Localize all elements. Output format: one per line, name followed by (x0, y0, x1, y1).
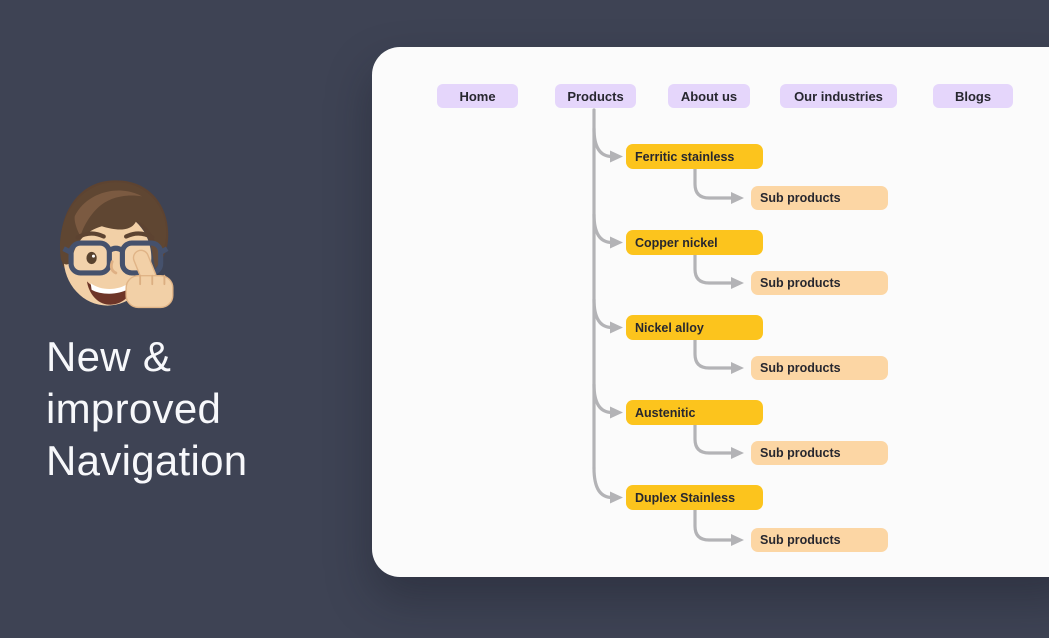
thumbs-up-icon (125, 249, 174, 309)
submenu-item-label: Sub products (760, 191, 841, 205)
page-title-line-3: Navigation (46, 437, 248, 484)
submenu-item-label: Sub products (760, 533, 841, 547)
nav-item-home-label: Home (459, 88, 496, 104)
submenu-item-sub-products-2[interactable]: Sub products (751, 271, 888, 295)
menu-item-label: Duplex Stainless (635, 490, 736, 505)
submenu-item-label: Sub products (760, 361, 841, 375)
submenu-item-label: Sub products (760, 276, 841, 290)
menu-item-label: Nickel alloy (635, 320, 704, 335)
navigation-preview-card: Home Products About us Our industries Bl… (372, 47, 1049, 577)
nav-item-about-us[interactable]: About us (668, 84, 750, 108)
nav-item-products-label: Products (567, 88, 624, 104)
submenu-item-sub-products-1[interactable]: Sub products (751, 186, 888, 210)
submenu-item-sub-products-3[interactable]: Sub products (751, 356, 888, 380)
submenu-item-sub-products-5[interactable]: Sub products (751, 528, 888, 552)
menu-item-label: Austenitic (635, 405, 696, 420)
nav-item-our-industries-label: Our industries (794, 88, 883, 104)
menu-item-copper-nickel[interactable]: Copper nickel (626, 230, 763, 255)
menu-item-austenitic[interactable]: Austenitic (626, 400, 763, 425)
memoji-thumbs-up-icon (59, 180, 174, 309)
menu-item-ferritic-stainless[interactable]: Ferritic stainless (626, 144, 763, 169)
nav-item-products[interactable]: Products (555, 84, 636, 108)
nav-item-blogs[interactable]: Blogs (933, 84, 1013, 108)
nav-item-blogs-label: Blogs (954, 88, 992, 104)
menu-item-nickel-alloy[interactable]: Nickel alloy (626, 315, 763, 340)
page-title-line-2: improved (46, 385, 222, 432)
submenu-item-sub-products-4[interactable]: Sub products (751, 441, 888, 465)
nav-item-home[interactable]: Home (437, 84, 518, 108)
menu-item-label: Copper nickel (635, 235, 718, 250)
menu-item-duplex-stainless[interactable]: Duplex Stainless (626, 485, 763, 510)
nav-item-about-us-label: About us (680, 88, 738, 104)
page-title: New & improved Navigation (46, 331, 247, 487)
page-title-line-1: New & (46, 333, 172, 380)
menu-item-label: Ferritic stainless (635, 149, 735, 164)
submenu-item-label: Sub products (760, 446, 841, 460)
nav-item-our-industries[interactable]: Our industries (780, 84, 897, 108)
